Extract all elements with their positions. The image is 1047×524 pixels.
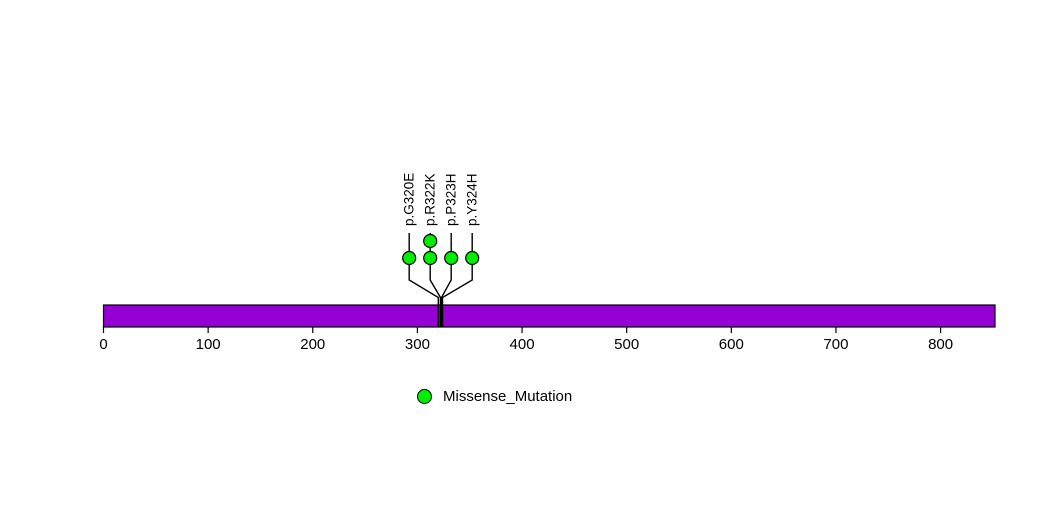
axis-tick-label: 0 bbox=[99, 336, 107, 353]
lollipop-circle bbox=[423, 233, 438, 249]
axis-tick-label: 300 bbox=[405, 336, 430, 353]
axis-tick-label: 200 bbox=[300, 336, 325, 353]
lollipop-circle bbox=[465, 250, 480, 266]
mutation-label: p.Y324H bbox=[465, 173, 480, 226]
axis-tick-label: 800 bbox=[928, 336, 953, 353]
lollipop-circle bbox=[402, 250, 417, 266]
legend: Missense_Mutation bbox=[417, 387, 572, 405]
lollipop-circle bbox=[444, 250, 459, 266]
mutation-label: p.R322K bbox=[423, 173, 438, 226]
mutation-label: p.G320E bbox=[402, 173, 417, 226]
axis-tick-label: 600 bbox=[719, 336, 744, 353]
axis-tick-label: 500 bbox=[614, 336, 639, 353]
protein-bar bbox=[102, 304, 996, 328]
axis-tick-label: 700 bbox=[823, 336, 848, 353]
lollipop-circle bbox=[423, 250, 438, 266]
legend-missense-label: Missense_Mutation bbox=[443, 387, 573, 405]
axis-tick-label: 100 bbox=[196, 336, 221, 353]
axis-tick-label: 400 bbox=[510, 336, 535, 353]
mutation-label: p.P323H bbox=[444, 173, 459, 226]
missense-mutation-swatch-icon bbox=[417, 388, 432, 404]
